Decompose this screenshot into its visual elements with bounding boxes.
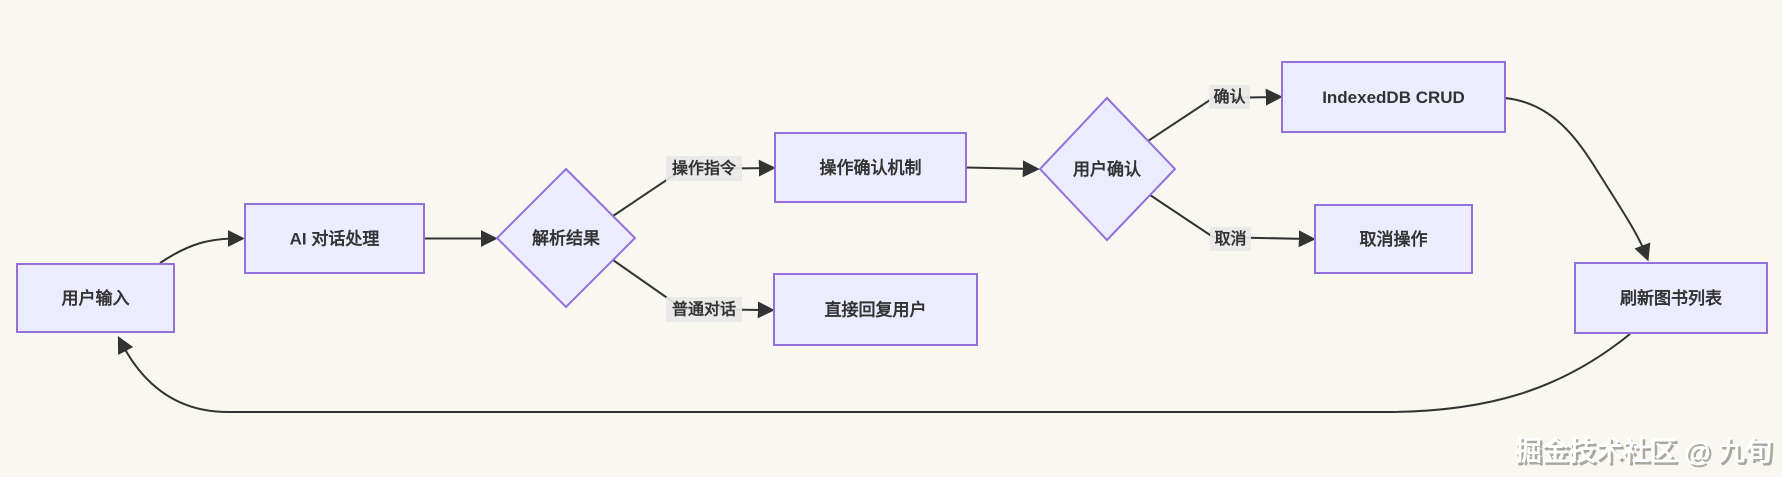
node-op-confirm-box [774, 132, 967, 203]
node-cancel-op-box [1314, 204, 1473, 274]
node-cancel-op: 取消操作 [1314, 204, 1473, 274]
edge-label-cancel: 取消 [1210, 227, 1251, 251]
edge-label-op-command: 操作指令 [666, 156, 742, 181]
edge-user-input-to-ai-dialog [159, 230, 245, 264]
node-refresh-list-box [1574, 262, 1768, 334]
edge-label-op-command-bg [666, 156, 742, 181]
edge-label-confirm-text: 确认 [1213, 87, 1246, 106]
edge-label-normal-chat-bg [666, 297, 742, 322]
edge-label-op-command-text: 操作指令 [672, 159, 737, 178]
node-ai-dialog-box [244, 203, 425, 274]
node-user-confirm: 用户确认 [1038, 96, 1177, 242]
node-direct-reply-label: 直接回复用户 [825, 300, 927, 320]
edge-label-confirm: 确认 [1209, 85, 1250, 109]
node-user-input-box [16, 263, 175, 333]
node-ai-dialog: AI 对话处理 [244, 203, 425, 274]
node-indexeddb-crud: IndexedDB CRUD [1281, 61, 1506, 133]
watermark-shadow-text: 掘金技术社区 @ 九旬 [1517, 438, 1774, 469]
watermark: 掘金技术社区 @ 九旬 掘金技术社区 @ 九旬 [1515, 436, 1775, 470]
edge-refresh-list-to-user-input [117, 333, 1631, 413]
edge-op-confirm-to-user-confirm [965, 160, 1040, 178]
node-direct-reply-box [773, 273, 978, 346]
node-user-input: 用户输入 [16, 263, 175, 333]
node-user-confirm-label: 用户确认 [1073, 159, 1142, 179]
node-refresh-list-label: 刷新图书列表 [1620, 288, 1723, 308]
node-op-confirm-label: 操作确认机制 [820, 158, 922, 178]
node-user-input-label: 用户输入 [62, 288, 130, 308]
node-parse-result: 解析结果 [495, 167, 637, 309]
node-parse-result-label: 解析结果 [532, 228, 600, 248]
node-direct-reply: 直接回复用户 [773, 273, 978, 346]
edge-indexeddb-to-refresh-list [1504, 97, 1651, 262]
edge-label-cancel-text: 取消 [1214, 229, 1246, 248]
node-refresh-list: 刷新图书列表 [1574, 262, 1768, 334]
node-user-confirm-diamond [1038, 96, 1177, 242]
edge-label-normal-chat-text: 普通对话 [672, 300, 736, 319]
node-parse-result-diamond [495, 167, 637, 309]
node-ai-dialog-label: AI 对话处理 [290, 229, 380, 249]
node-op-confirm: 操作确认机制 [774, 132, 967, 203]
node-cancel-op-label: 取消操作 [1360, 229, 1428, 249]
node-indexeddb-crud-box [1281, 61, 1506, 133]
watermark-text: 掘金技术社区 @ 九旬 [1515, 436, 1772, 467]
edge-label-confirm-bg [1209, 85, 1250, 109]
edge-label-normal-chat: 普通对话 [666, 297, 742, 322]
node-indexeddb-crud-label: IndexedDB CRUD [1322, 88, 1465, 107]
edge-label-cancel-bg [1210, 227, 1251, 251]
